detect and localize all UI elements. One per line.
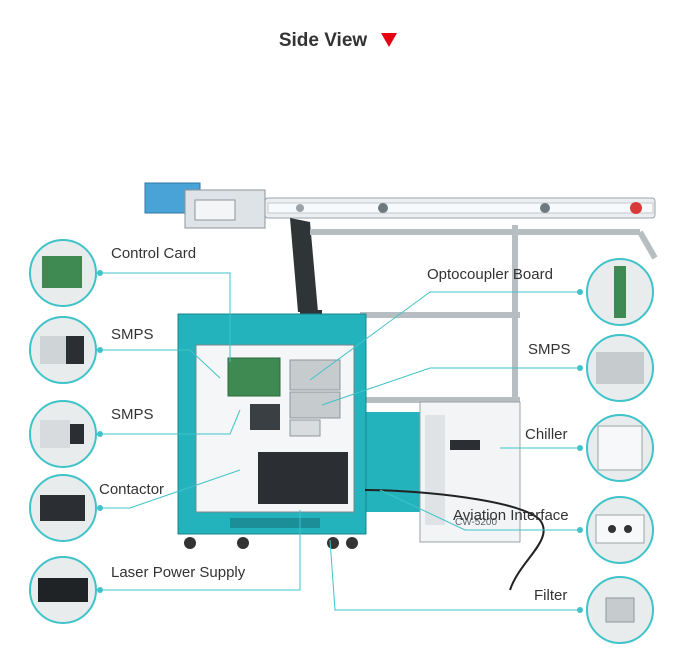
aviation-interface-thumbnail (586, 496, 654, 564)
filter-thumbnail (586, 576, 654, 644)
smps-thumbnail-right (586, 334, 654, 402)
title-text: Side View (278, 30, 368, 51)
label-laser-power-supply: Laser Power Supply (111, 564, 246, 581)
control-card-thumbnail (29, 239, 97, 307)
machine-frame (310, 225, 658, 425)
cart-side (360, 412, 420, 512)
main-cabinet (177, 313, 367, 549)
down-arrow-icon (381, 33, 398, 47)
chiller-model-text: CW-5200 (455, 517, 497, 528)
chiller-unit: CW-5200 (364, 401, 545, 591)
label-optocoupler-board: Optocoupler Board (427, 266, 553, 283)
label-smps-left-1: SMPS (111, 326, 154, 343)
label-contactor: Contactor (99, 481, 165, 498)
label-aviation-interface: Aviation Interface (453, 507, 569, 524)
leader-dots (97, 270, 583, 613)
smps-thumbnail-left-1 (29, 316, 97, 384)
optocoupler-board-thumbnail (586, 258, 654, 326)
label-chiller: Chiller (525, 426, 568, 443)
contactor-thumbnail (29, 474, 97, 542)
label-smps-right: SMPS (528, 341, 571, 358)
label-filter: Filter (534, 587, 568, 604)
page-title: Side View (0, 30, 676, 52)
smps-thumbnail-left-2 (29, 400, 97, 468)
label-control-card: Control Card (111, 245, 197, 262)
laser-tube (264, 197, 656, 219)
laser-head (144, 182, 266, 229)
leader-lines (100, 272, 580, 611)
laser-power-supply-thumbnail (29, 556, 97, 624)
chiller-thumbnail (586, 414, 654, 482)
label-smps-left-2: SMPS (111, 406, 154, 423)
